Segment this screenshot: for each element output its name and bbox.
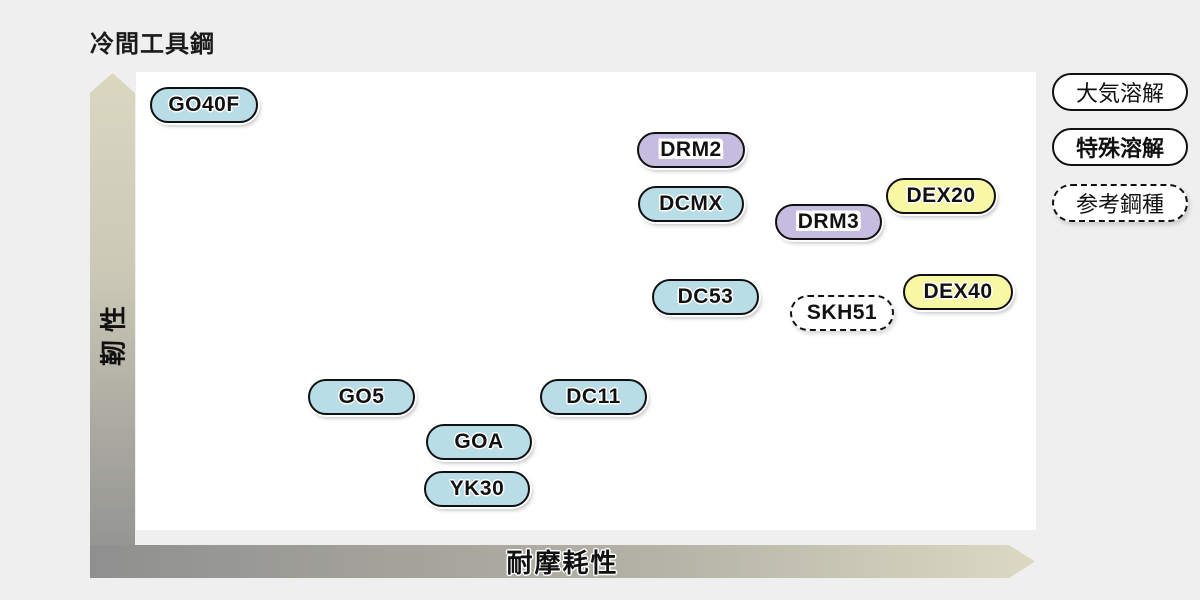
steel-pill-label: DC11: [566, 385, 621, 408]
legend-label-air-melted: 大気溶解: [1075, 81, 1164, 106]
y-axis-label: 靭性: [98, 297, 129, 367]
plot-area: [136, 72, 1036, 530]
legend-label-special-melted: 特殊溶解: [1075, 136, 1164, 161]
steel-pill-drm2: DRM2: [637, 132, 745, 168]
x-axis-arrow: 耐摩耗性: [90, 545, 1035, 578]
steel-pill-label: DCMX: [659, 192, 723, 215]
legend-label-reference-grade: 参考鋼種: [1075, 192, 1164, 217]
x-axis-label: 耐摩耗性: [506, 548, 619, 578]
steel-pill-label: SKH51: [806, 301, 878, 324]
page-title: 冷間工具鋼: [90, 31, 215, 58]
steel-pill-label: DRM2: [660, 138, 722, 161]
steel-pill-go5: GO5: [308, 379, 415, 415]
legend-item-special-melted: 特殊溶解: [1052, 128, 1188, 166]
steel-pill-label: DEX40: [923, 280, 993, 303]
steel-pill-drm3: DRM3: [775, 204, 882, 240]
legend-item-air-melted: 大気溶解: [1052, 73, 1188, 111]
steel-pill-dex20: DEX20: [886, 178, 996, 214]
steel-pill-go40f: GO40F: [150, 87, 258, 123]
steel-pill-label: DC53: [677, 285, 734, 308]
steel-pill-label: DEX20: [906, 184, 976, 207]
steel-pill-label: GOA: [454, 430, 504, 453]
steel-pill-dex40: DEX40: [903, 274, 1013, 310]
steel-pill-dcmx: DCMX: [638, 186, 744, 222]
steel-pill-label: GO5: [338, 385, 385, 408]
steel-pill-goa: GOA: [426, 424, 532, 460]
steel-pill-skh51: SKH51: [790, 295, 894, 331]
steel-pill-dc11: DC11: [540, 379, 647, 415]
steel-pill-yk30: YK30: [424, 471, 530, 507]
steel-pill-dc53: DC53: [652, 279, 759, 315]
steel-pill-label: GO40F: [168, 93, 240, 116]
y-axis-arrow: [90, 73, 135, 578]
legend-item-reference-grade: 参考鋼種: [1052, 184, 1188, 222]
steel-pill-label: DRM3: [797, 210, 860, 233]
steel-pill-label: YK30: [449, 477, 505, 500]
